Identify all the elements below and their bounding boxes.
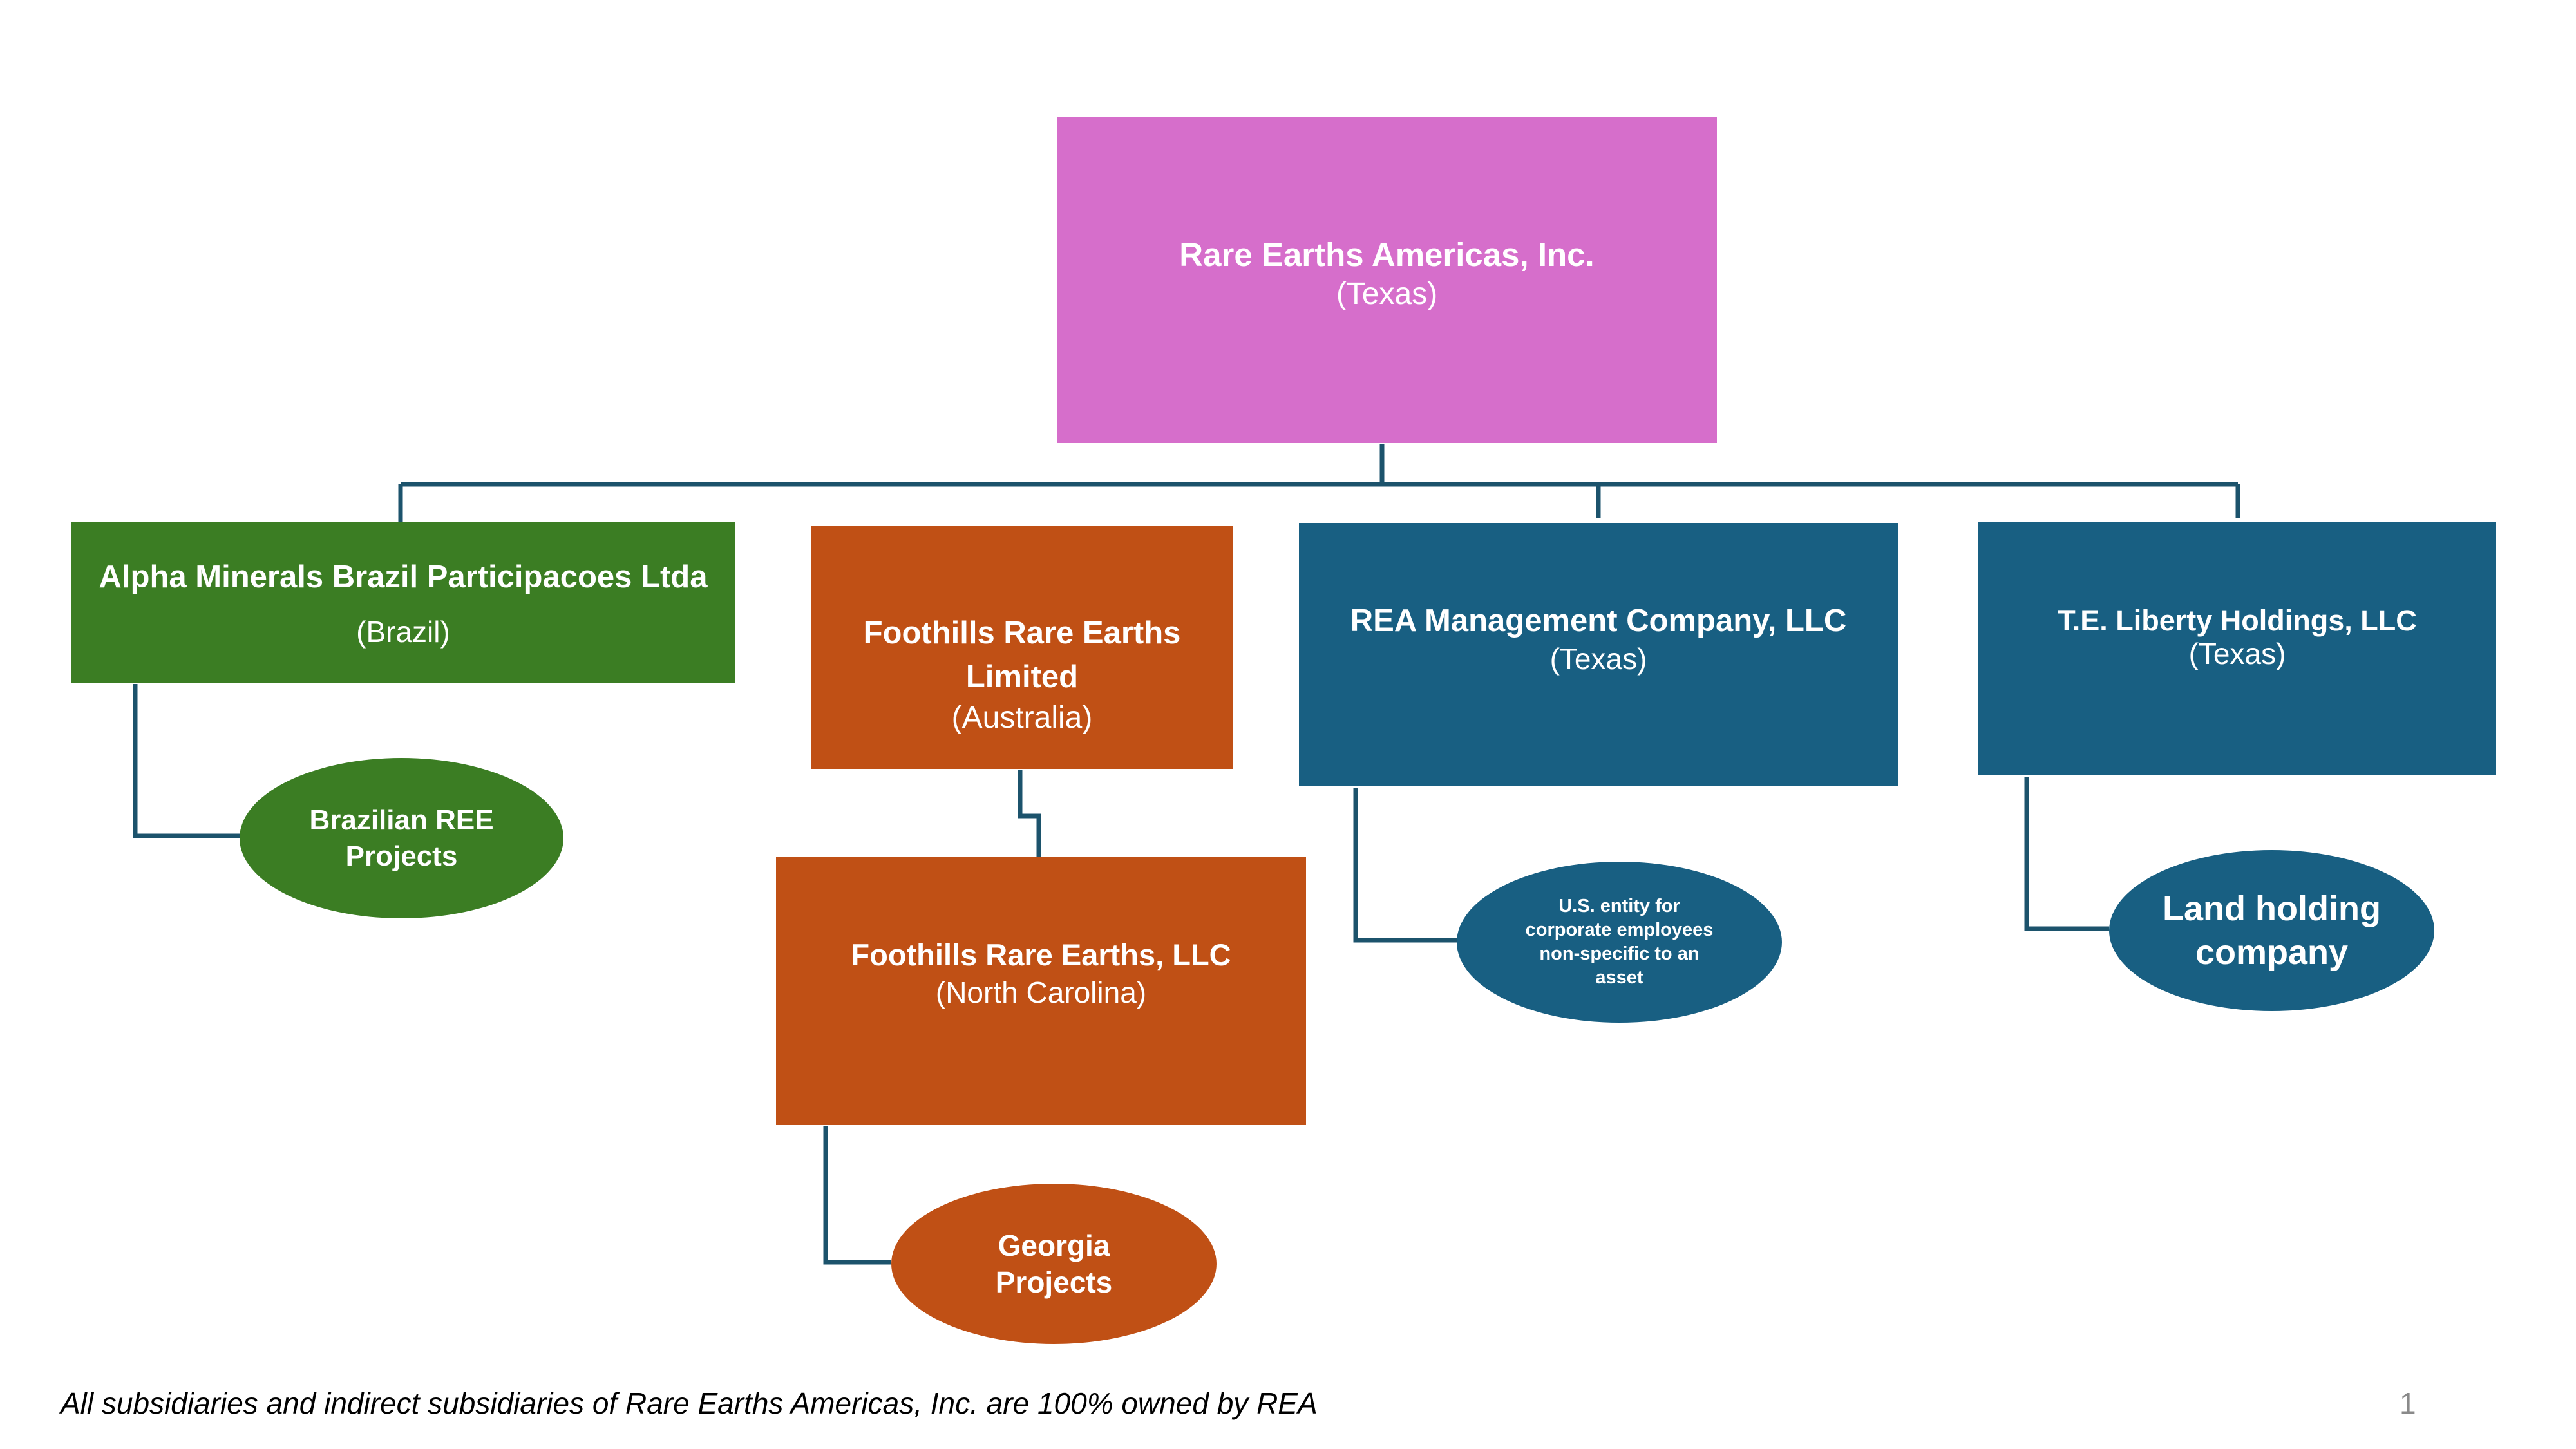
ellipse-text-line4: asset: [1595, 967, 1643, 988]
node-rare-earths-americas: Rare Earths Americas, Inc. (Texas): [1057, 117, 1717, 443]
node-location: (Australia): [951, 701, 1093, 735]
node-location: (North Carolina): [935, 976, 1147, 1009]
connector-alpha-to-brazil: [133, 684, 240, 838]
ellipse-land-holding-company: Land holding company: [2109, 850, 2434, 1011]
node-te-liberty-holdings: T.E. Liberty Holdings, LLC (Texas): [1978, 522, 2496, 775]
ellipse-text-line1: U.S. entity for: [1558, 896, 1680, 916]
node-name-line2: Limited: [965, 659, 1079, 694]
ellipse-brazilian-ree-projects: Brazilian REE Projects: [240, 758, 564, 918]
page-number: 1: [2400, 1387, 2416, 1420]
connector-llc-to-georgia: [823, 1126, 891, 1265]
node-name: REA Management Company, LLC: [1350, 603, 1847, 638]
node-name: Alpha Minerals Brazil Participacoes Ltda: [99, 560, 708, 594]
connector-rea-mgmt-to-us: [1353, 788, 1457, 943]
connector-foothills-ltd-to-llc: [1018, 770, 1041, 857]
ellipse-text-line1: Land holding: [2163, 889, 2381, 928]
ellipse-text-line1: Brazilian REE: [309, 804, 494, 836]
ellipse-georgia-projects: Georgia Projects: [891, 1184, 1217, 1344]
node-alpha-minerals-brazil: Alpha Minerals Brazil Participacoes Ltda…: [71, 522, 735, 683]
ellipse-us-entity: U.S. entity for corporate employees non-…: [1457, 862, 1782, 1023]
node-location: (Brazil): [356, 615, 450, 649]
ellipse-text-line2: Projects: [345, 840, 458, 872]
ellipse-text-line3: non-specific to an: [1539, 943, 1700, 964]
node-foothills-rare-earths-llc: Foothills Rare Earths, LLC (North Caroli…: [776, 857, 1306, 1125]
node-rea-management-company: REA Management Company, LLC (Texas): [1299, 523, 1898, 786]
node-name: T.E. Liberty Holdings, LLC: [2058, 604, 2417, 637]
node-location: (Texas): [1549, 642, 1647, 676]
node-name-line1: Foothills Rare Earths: [863, 616, 1181, 650]
footnote: All subsidiaries and indirect subsidiari…: [61, 1387, 1318, 1420]
node-name: Rare Earths Americas, Inc.: [1179, 236, 1595, 273]
ellipse-text-line2: Projects: [995, 1265, 1113, 1299]
node-location: (Texas): [2188, 637, 2286, 670]
node-foothills-rare-earths-limited: Foothills Rare Earths Limited (Australia…: [811, 526, 1233, 769]
ellipse-text-line2: corporate employees: [1525, 920, 1714, 940]
ellipse-text-line2: company: [2195, 933, 2349, 972]
node-location: (Texas): [1336, 277, 1438, 311]
connector-te-liberty-to-land: [2024, 777, 2109, 931]
node-name: Foothills Rare Earths, LLC: [851, 938, 1231, 972]
ellipse-text-line1: Georgia: [998, 1228, 1110, 1262]
